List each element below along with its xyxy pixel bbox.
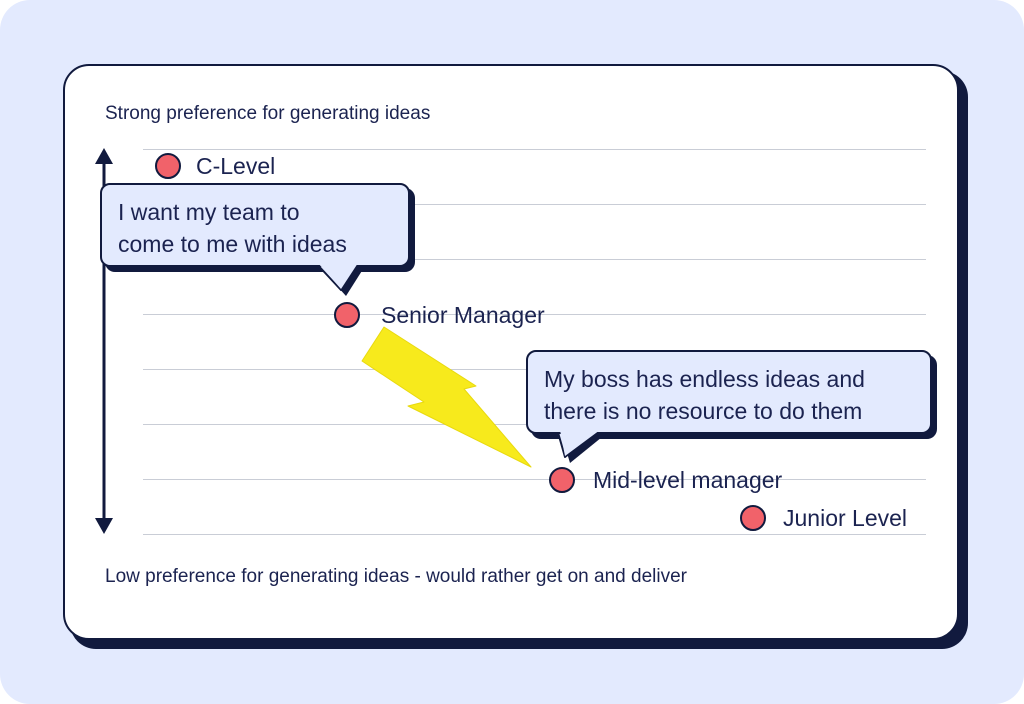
gridline (143, 149, 926, 150)
level-dot-senior-manager (334, 302, 360, 328)
quote-line: come to me with ideas (118, 231, 347, 257)
gridline (143, 479, 926, 480)
quote-line: there is no resource to do them (544, 398, 863, 424)
level-label-mid-level-manager: Mid-level manager (593, 467, 783, 493)
level-label-senior-manager: Senior Manager (381, 302, 545, 328)
level-dot-junior-level (740, 505, 766, 531)
speech-bubble-tail-cover (318, 263, 358, 289)
level-dot-mid-level-manager (549, 467, 575, 493)
gridline (143, 259, 926, 260)
axis-bottom-label: Low preference for generating ideas - wo… (105, 566, 687, 587)
level-label-junior-level: Junior Level (783, 505, 908, 531)
speech-bubble-mid-level-manager: My boss has endless ideas and there is n… (526, 350, 932, 434)
quote-line: My boss has endless ideas and (544, 366, 865, 392)
speech-bubble-tail-cover (560, 430, 600, 456)
level-dot-c-level (155, 153, 181, 179)
gridline (143, 314, 926, 315)
gridline (143, 534, 926, 535)
speech-bubble-senior-manager: I want my team to come to me with ideas (100, 183, 410, 267)
gridline (143, 204, 926, 205)
quote-line: I want my team to (118, 199, 300, 225)
level-label-c-level: C-Level (196, 153, 276, 179)
axis-top-label: Strong preference for generating ideas (105, 103, 431, 124)
